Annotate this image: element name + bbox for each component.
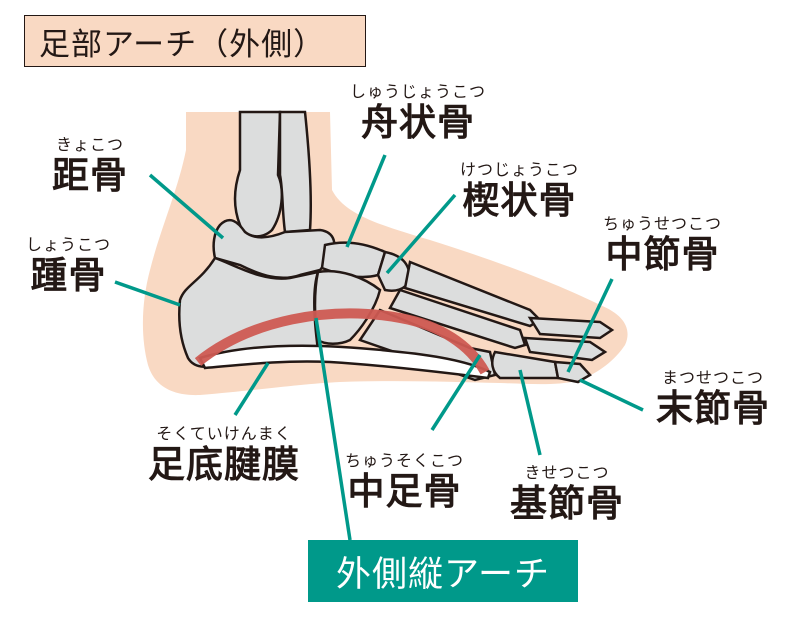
bone-name: 中節骨: [605, 233, 720, 276]
bone-name: 足底腱膜: [148, 443, 300, 486]
bone-name: 中足骨: [347, 470, 462, 513]
leader-proximal-phalanx: [518, 369, 542, 456]
ruby-text: しょうこつ: [26, 235, 112, 254]
ruby-text: ちゅうそくこつ: [345, 451, 465, 470]
label-distal-phalanx: まつせつこつ 末節骨: [656, 368, 770, 430]
diagram-title: 足部アーチ（外側）: [24, 15, 366, 67]
leader-metatarsal: [430, 354, 482, 431]
leader-plantar-fascia: [233, 362, 270, 416]
proximal-phalanx-bone: [491, 350, 560, 380]
ruby-text: しゅうじょうこつ: [350, 82, 487, 101]
bone-name: 末節骨: [656, 387, 770, 430]
ruby-text: けつじょうこつ: [460, 160, 580, 179]
bone-name: 楔状骨: [462, 179, 577, 222]
bone-name: 舟状骨: [361, 101, 475, 144]
leader-distal-phalanx: [579, 378, 644, 412]
ruby-text: そくていけんまく: [156, 424, 292, 443]
ruby-text: きせつこつ: [524, 463, 610, 482]
label-navicular: しゅうじょうこつ 舟状骨: [350, 82, 487, 144]
ruby-text: きょこつ: [55, 135, 124, 154]
bone-name: 基節骨: [510, 482, 624, 525]
label-cuneiform: けつじょうこつ 楔状骨: [460, 160, 580, 222]
arch-label-text: 外側縦アーチ: [336, 554, 550, 595]
leader-cuneiform: [385, 193, 457, 275]
title-text: 足部アーチ（外側）: [39, 26, 326, 63]
label-calcaneus: しょうこつ 踵骨: [26, 235, 112, 297]
label-metatarsal: ちゅうそくこつ 中足骨: [345, 451, 465, 513]
label-plantar-fascia: そくていけんまく 足底腱膜: [148, 424, 300, 486]
arch-label-box: 外側縦アーチ: [308, 540, 578, 602]
tibia-bone: [233, 110, 284, 238]
leader-arch: [314, 317, 352, 541]
metatarsal-bone-2: [388, 288, 527, 350]
arch-band: [194, 308, 490, 375]
leader-calcaneus: [114, 280, 181, 307]
label-middle-phalanx: ちゅうせつこつ 中節骨: [603, 214, 723, 276]
label-proximal-phalanx: きせつこつ 基節骨: [510, 463, 624, 525]
phalanges-toes: [523, 316, 615, 384]
bone-name: 踵骨: [30, 254, 107, 297]
fibula-bone: [278, 110, 313, 234]
bone-name: 距骨: [52, 154, 128, 197]
leader-talus: [148, 173, 225, 240]
ruby-text: まつせつこつ: [661, 368, 764, 387]
leader-navicular: [345, 154, 387, 248]
ruby-text: ちゅうせつこつ: [603, 214, 723, 233]
leader-lines: [114, 154, 644, 541]
leader-middle-phalanx: [566, 278, 614, 373]
label-talus: きょこつ 距骨: [52, 135, 128, 197]
